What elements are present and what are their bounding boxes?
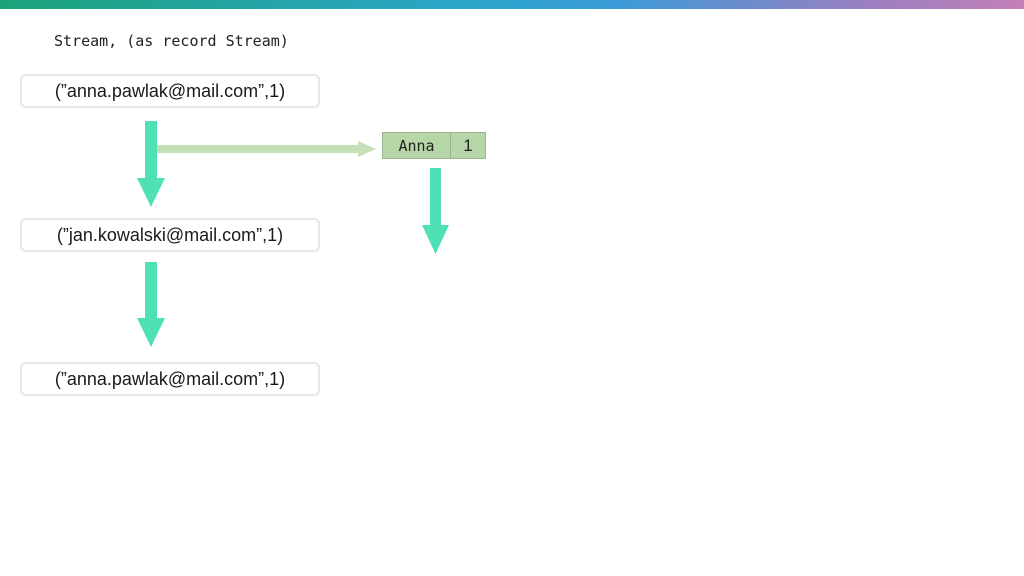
state-value-cell: 1 <box>451 133 485 158</box>
stream-record-2: (”jan.kowalski@mail.com”,1) <box>20 218 320 252</box>
side-arrow <box>157 141 376 157</box>
stream-record-3: (”anna.pawlak@mail.com”,1) <box>20 362 320 396</box>
state-table-row: Anna 1 <box>382 132 486 159</box>
stream-heading: Stream, (as record Stream) <box>54 32 289 50</box>
stream-record-1: (”anna.pawlak@mail.com”,1) <box>20 74 320 108</box>
down-arrow-3 <box>422 168 449 254</box>
top-gradient-bar <box>0 0 1024 9</box>
down-arrow-2 <box>137 262 165 347</box>
down-arrow-1 <box>137 121 165 207</box>
state-key-cell: Anna <box>383 133 451 158</box>
